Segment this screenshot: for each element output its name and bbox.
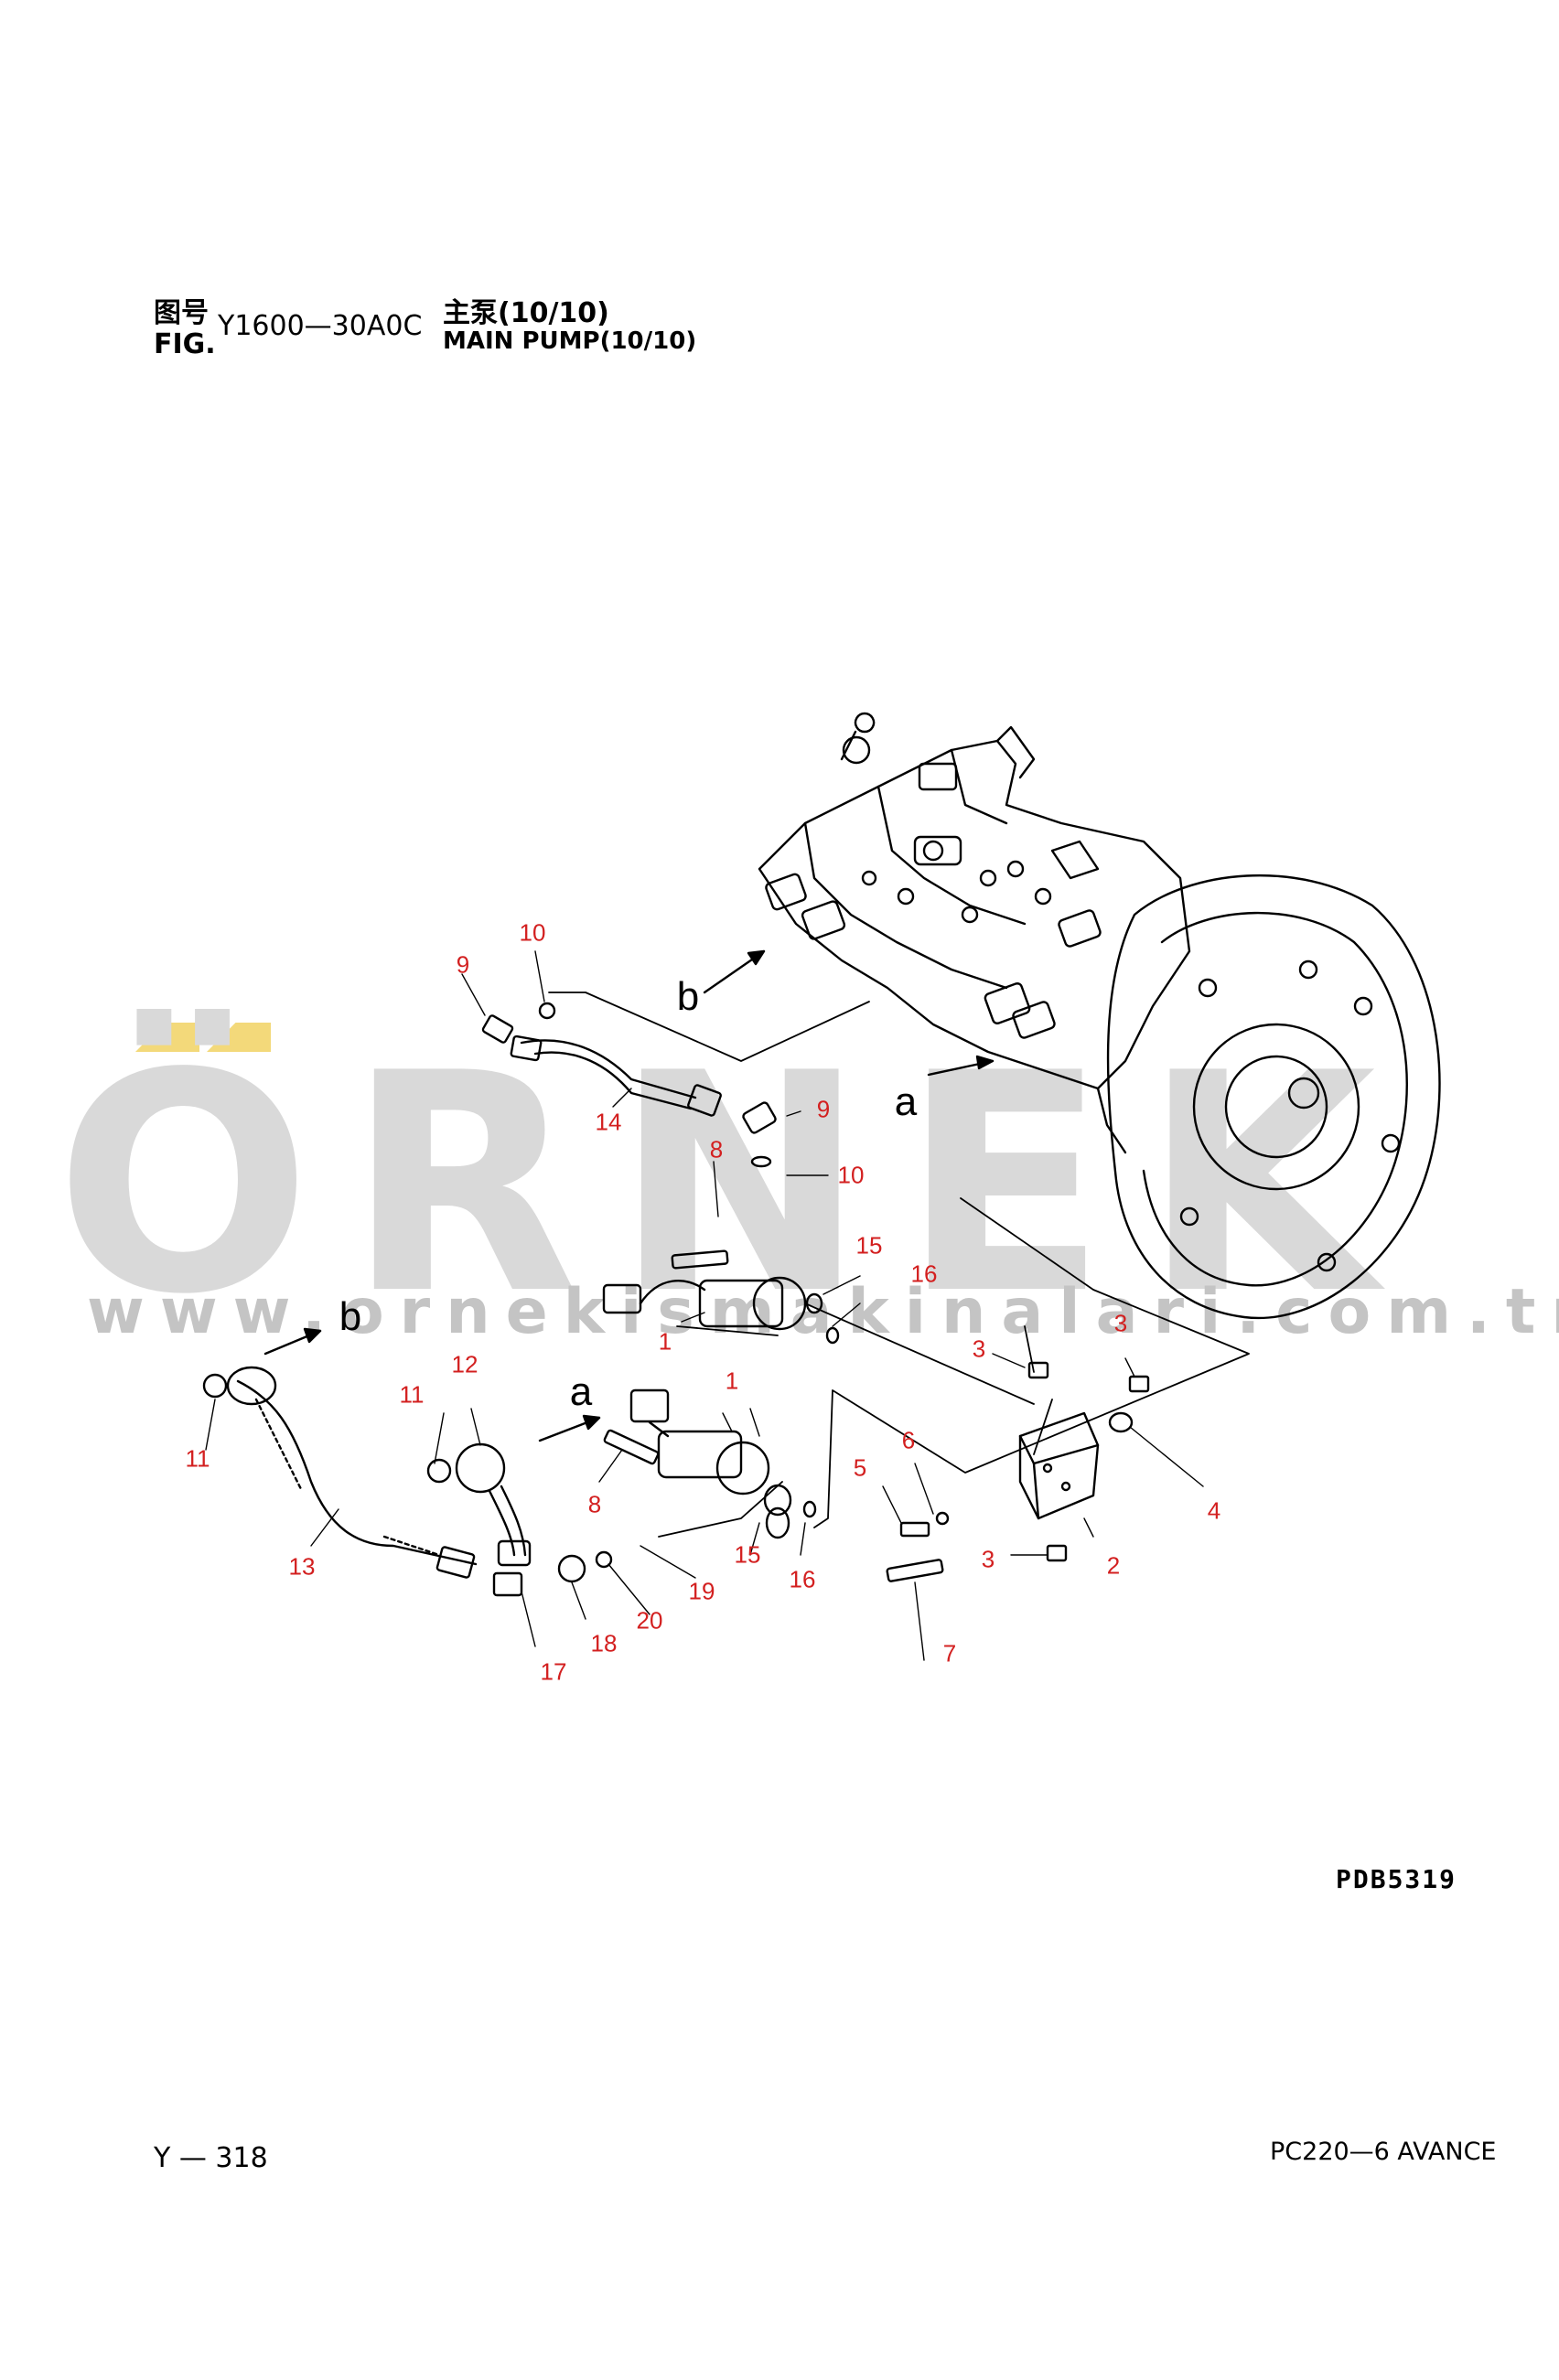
solenoid-upper-drawing xyxy=(602,1276,807,1331)
model-name: PC220—6 AVANCE xyxy=(1270,2138,1497,2166)
main-pump-drawing xyxy=(758,712,1441,1320)
callout-5: 5 xyxy=(853,1453,867,1482)
hose-13-drawing xyxy=(226,1366,478,1579)
callout-19: 19 xyxy=(688,1577,715,1605)
callout-16-upper: 16 xyxy=(910,1260,938,1288)
callout-3-left: 3 xyxy=(972,1335,986,1363)
elbow-12-drawing xyxy=(455,1442,532,1567)
solenoid-lower-drawing xyxy=(629,1388,770,1496)
valve-block-drawing xyxy=(1018,1411,1100,1520)
view-letter-b-upper: b xyxy=(676,974,700,1019)
callout-9-right: 9 xyxy=(816,1095,831,1123)
callout-2: 2 xyxy=(1106,1551,1121,1580)
fig-number: Y1600—30A0C xyxy=(218,310,423,342)
view-arrows xyxy=(263,949,995,1442)
callout-10-left: 10 xyxy=(519,918,546,947)
view-letter-a-upper: a xyxy=(894,1079,918,1124)
callout-7: 7 xyxy=(942,1639,957,1667)
callout-8-lower: 8 xyxy=(587,1490,602,1518)
callout-17: 17 xyxy=(540,1657,567,1686)
callout-8-upper: 8 xyxy=(709,1135,724,1163)
callout-1-upper: 1 xyxy=(658,1327,672,1356)
title-cn: 主泵(10/10) xyxy=(443,297,609,329)
callout-12: 12 xyxy=(451,1350,478,1378)
page-number: Y — 318 xyxy=(154,2142,268,2174)
callout-6: 6 xyxy=(901,1426,916,1454)
callout-1-lower: 1 xyxy=(725,1367,739,1395)
callout-3-bottom: 3 xyxy=(981,1545,995,1573)
drawing-code: PDB5319 xyxy=(1336,1864,1457,1894)
view-letter-b-lower: b xyxy=(339,1294,362,1339)
callout-20: 20 xyxy=(636,1606,663,1635)
small-fittings-drawing xyxy=(202,1002,1150,1597)
title-en: MAIN PUMP(10/10) xyxy=(443,327,697,355)
callout-13: 13 xyxy=(288,1552,316,1581)
callout-10-right: 10 xyxy=(837,1161,865,1189)
callout-15-upper: 15 xyxy=(855,1231,883,1260)
hose-14-drawing xyxy=(510,1035,722,1117)
callout-11-right: 11 xyxy=(399,1380,425,1409)
fig-label-en: FIG. xyxy=(154,328,216,360)
callout-9-left: 9 xyxy=(456,950,470,979)
callout-11-left: 11 xyxy=(185,1444,210,1473)
callout-16-lower: 16 xyxy=(789,1565,816,1593)
callout-18: 18 xyxy=(590,1629,618,1657)
callout-4: 4 xyxy=(1207,1496,1221,1525)
fig-label-cn: 图号 xyxy=(154,297,209,329)
view-letter-a-lower: a xyxy=(569,1369,593,1414)
callout-15-lower: 15 xyxy=(734,1540,761,1569)
callout-3-right: 3 xyxy=(1113,1309,1128,1337)
callout-14: 14 xyxy=(595,1108,622,1136)
